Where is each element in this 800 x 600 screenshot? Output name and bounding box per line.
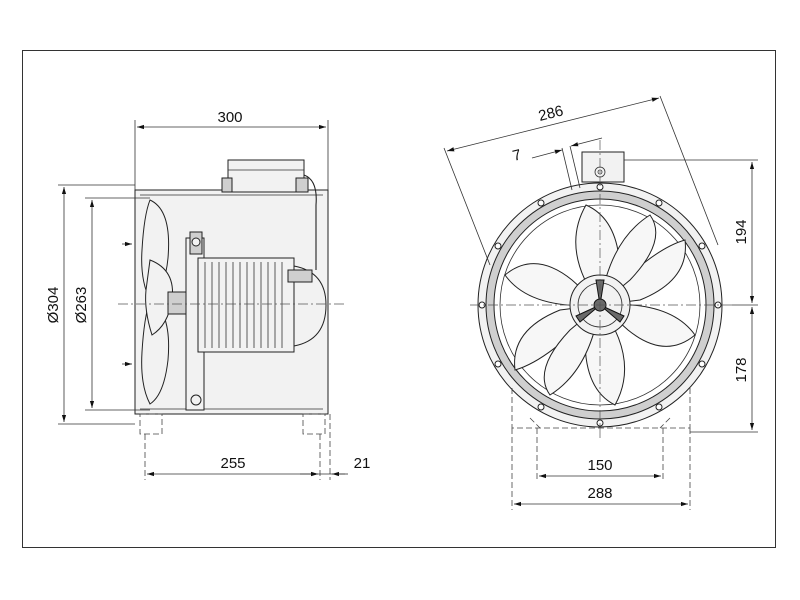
dim-front-diagonal: 286 bbox=[537, 102, 565, 125]
foot-left bbox=[139, 413, 163, 435]
front-view: 150 288 194 178 286 7 bbox=[443, 95, 758, 510]
dim-side-length: 300 bbox=[217, 109, 242, 126]
dim-front-foot-outer: 288 bbox=[587, 485, 612, 502]
dim-side-foot-offset: 21 bbox=[354, 455, 371, 472]
foot-right bbox=[302, 413, 326, 435]
cable bbox=[303, 174, 317, 270]
dim-front-angle-offset: 7 bbox=[511, 146, 523, 165]
junction-box bbox=[227, 159, 305, 193]
motor-body bbox=[197, 257, 295, 353]
dim-front-lower-height: 178 bbox=[733, 357, 750, 382]
motor-fins bbox=[204, 262, 283, 348]
bolt-holes bbox=[478, 183, 722, 427]
drawing-frame bbox=[22, 50, 776, 548]
dim-side-inner-diameter: Ø263 bbox=[73, 287, 90, 324]
terminal-box bbox=[581, 151, 625, 183]
side-view: 300 Ø304 Ø263 255 21 bbox=[45, 109, 370, 480]
dim-side-foot-span: 255 bbox=[220, 455, 245, 472]
dim-front-foot-inner: 150 bbox=[587, 457, 612, 474]
front-foot-outline bbox=[511, 388, 691, 429]
dim-front-upper-height: 194 bbox=[733, 219, 750, 244]
dim-side-outer-diameter: Ø304 bbox=[45, 287, 62, 324]
